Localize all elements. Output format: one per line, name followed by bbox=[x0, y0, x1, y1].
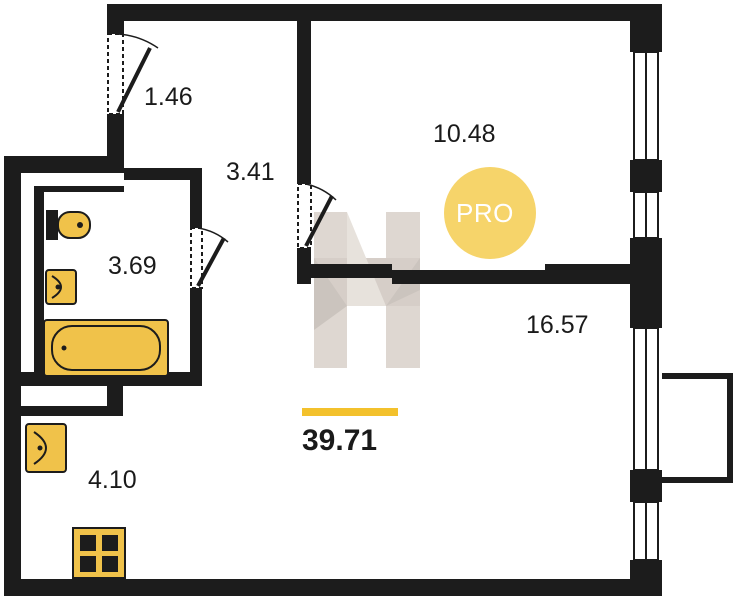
windows bbox=[633, 51, 659, 561]
bathroom-sink bbox=[45, 269, 77, 305]
toilet bbox=[46, 210, 91, 240]
kitchen-sink bbox=[25, 423, 67, 473]
doors bbox=[107, 33, 337, 289]
total-area: 39.71 bbox=[302, 424, 378, 457]
room-area-living: 16.57 bbox=[526, 311, 589, 339]
watermark-logo bbox=[314, 212, 420, 368]
room-area-bathroom: 3.69 bbox=[108, 252, 157, 280]
room-area-closet: 1.46 bbox=[144, 83, 193, 111]
room-area-kitchen: 4.10 bbox=[88, 466, 137, 494]
stove bbox=[72, 527, 126, 579]
pro-badge-label: PRO bbox=[456, 198, 514, 228]
bathtub bbox=[43, 319, 169, 377]
pro-badge bbox=[444, 167, 536, 259]
balcony bbox=[662, 373, 733, 483]
room-area-bedroom: 10.48 bbox=[433, 120, 496, 148]
total-area-bar bbox=[302, 408, 398, 416]
walls bbox=[4, 4, 662, 596]
room-area-hallway: 3.41 bbox=[226, 158, 275, 186]
